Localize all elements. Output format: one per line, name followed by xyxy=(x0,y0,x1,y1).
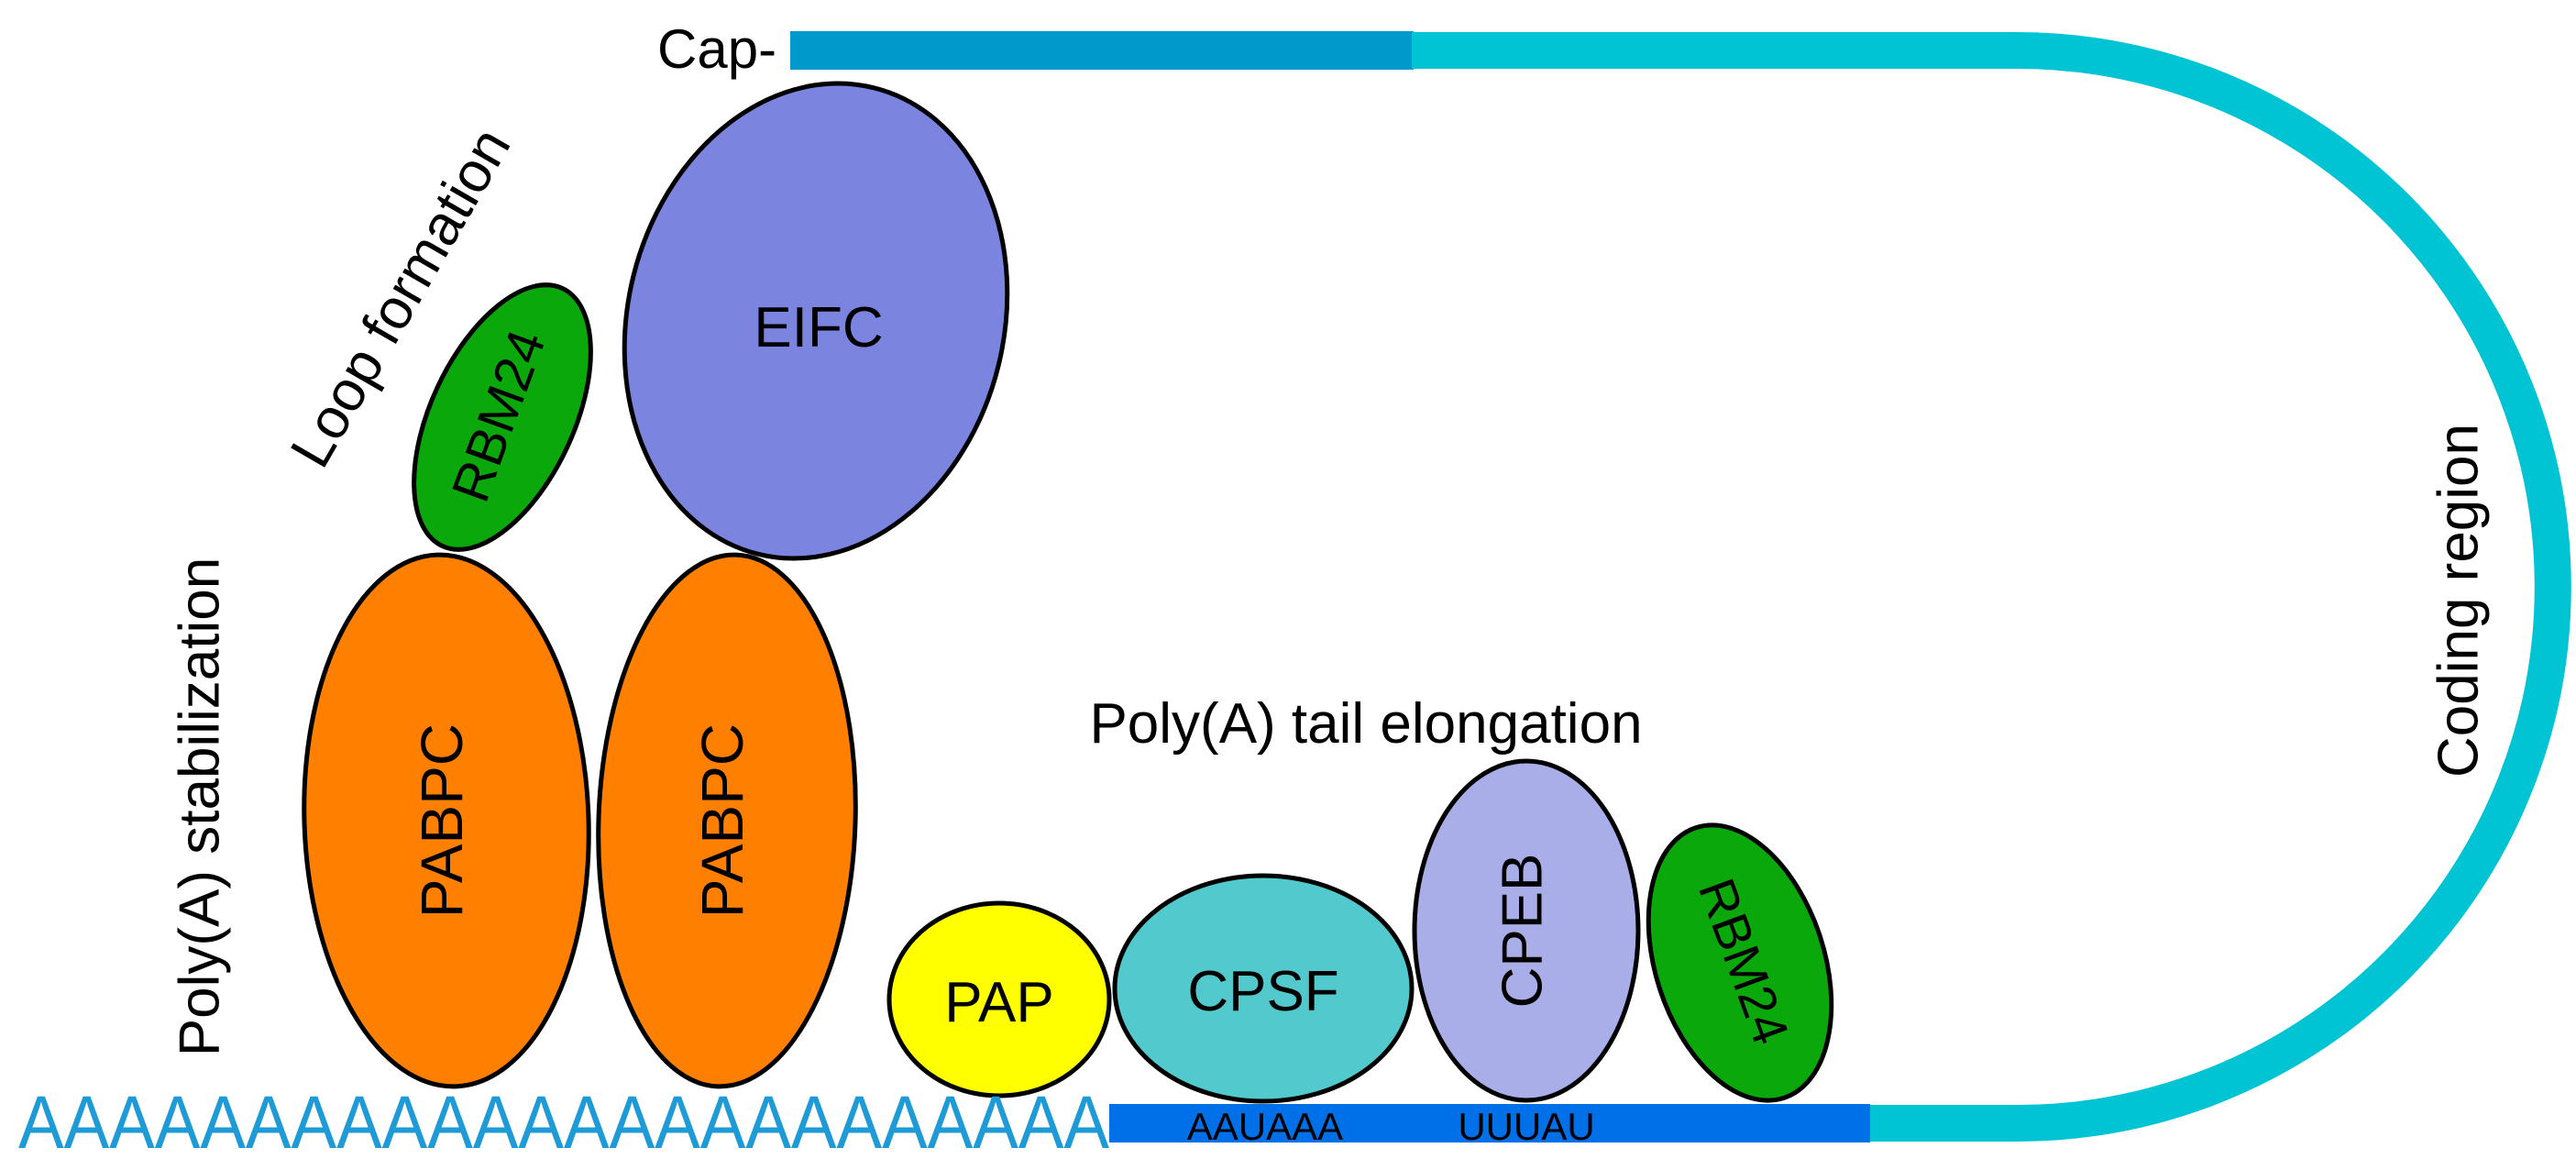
cap-label: Cap- xyxy=(657,18,776,80)
mrna-3utr-segment xyxy=(1109,1104,1870,1142)
protein-complexes: EIFC RBM24 PABPC PABPC PAP CPSF CPEB RBM… xyxy=(302,81,1834,1104)
uuuau-motif-label: UUUAU xyxy=(1458,1105,1594,1148)
pabpc-right-label: PABPC xyxy=(689,723,755,918)
eifc-label: EIFC xyxy=(754,296,883,359)
cpsf-ellipse xyxy=(1112,873,1415,1104)
mrna-strand xyxy=(790,31,2571,1142)
polya-stabilization-label: Poly(A) stabilization xyxy=(168,557,231,1056)
cpsf-label: CPSF xyxy=(1187,960,1338,1023)
poly-a-tail-label: AAAAAAAAAAAAAAAAAAAAAAAA xyxy=(18,1081,1109,1164)
pabpc-right-ellipse xyxy=(596,552,858,1089)
cpeb-ellipse xyxy=(1412,758,1641,1103)
cpeb-label: CPEB xyxy=(1491,854,1554,1009)
aauaaa-motif-label: AAUAAA xyxy=(1187,1105,1343,1148)
pabpc-left-ellipse xyxy=(302,552,591,1089)
mrna-5prime-segment xyxy=(790,31,1414,70)
rbm24-bottom-ellipse xyxy=(1646,822,1834,1103)
polya-tail-elongation-label: Poly(A) tail elongation xyxy=(1089,692,1642,756)
pabpc-left-label: PABPC xyxy=(409,723,475,918)
coding-region-label: Coding region xyxy=(2427,424,2490,778)
mrna-coding-region-loop xyxy=(1412,32,2571,1142)
eifc-ellipse xyxy=(622,81,1010,561)
rbm24-top-ellipse xyxy=(412,282,593,552)
pap-ellipse xyxy=(886,900,1112,1098)
pap-label: PAP xyxy=(944,971,1053,1034)
